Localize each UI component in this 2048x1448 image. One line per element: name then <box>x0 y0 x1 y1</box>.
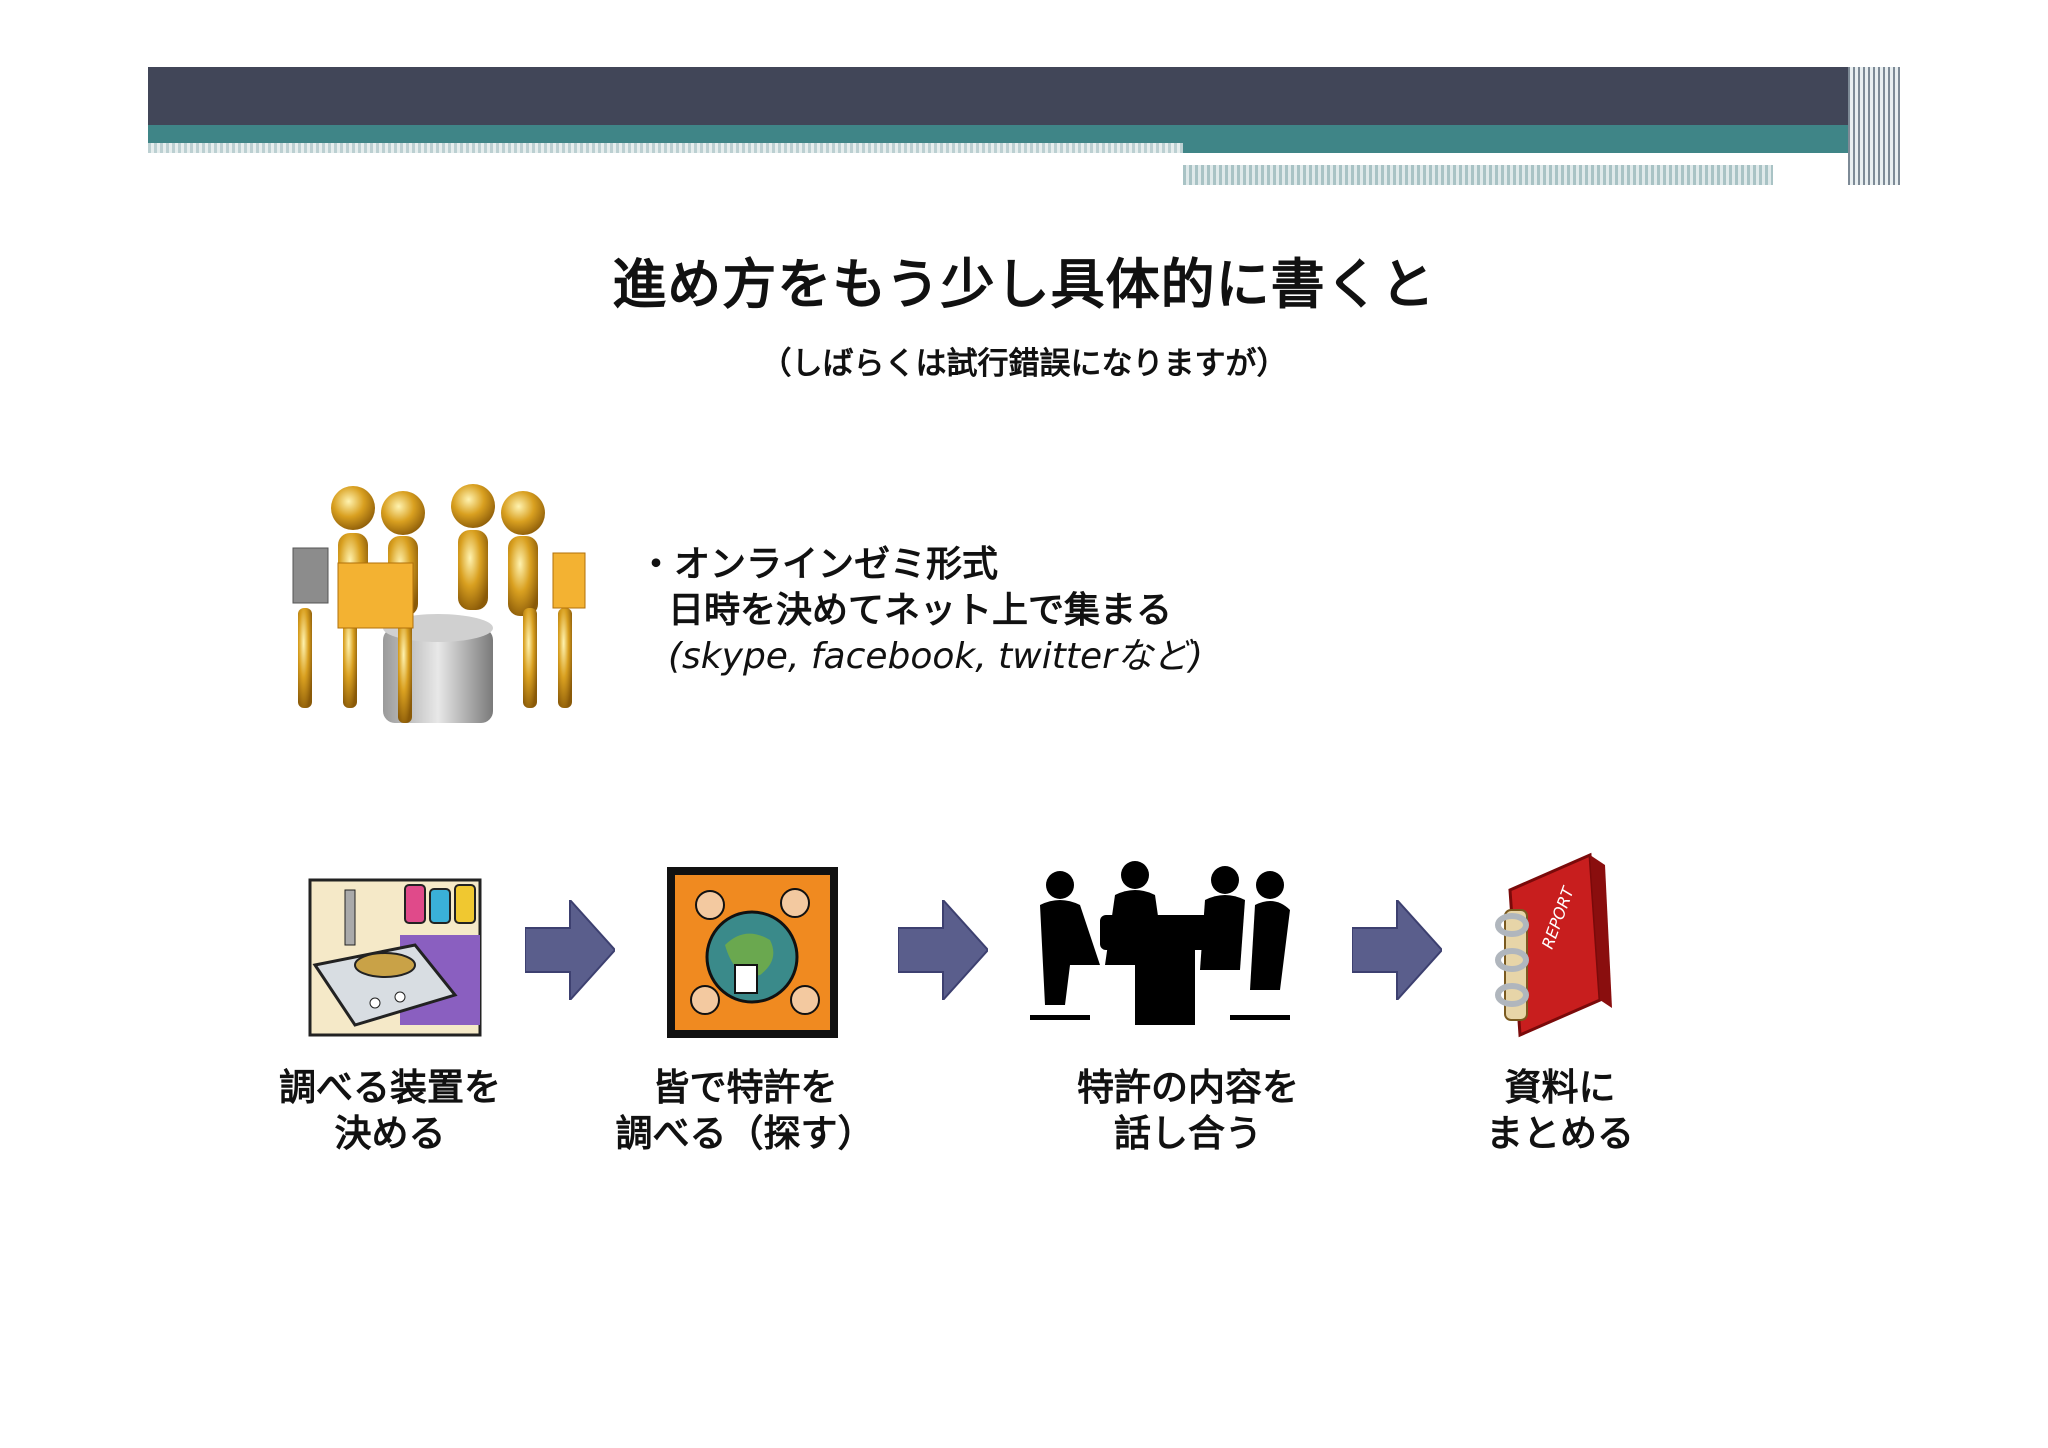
step-4-label: 資料に まとめる <box>1486 1066 1634 1155</box>
slide-title: 進め方をもう少し具体的に書くと <box>612 253 1436 316</box>
header-accent-left <box>148 125 1183 143</box>
header-edge-pattern <box>1848 67 1900 185</box>
step-arrow-3 <box>1352 900 1442 1000</box>
step-2-label: 皆で特許を 調べる（探す） <box>615 1066 875 1155</box>
report-binder-icon: REPORT <box>1495 852 1612 1038</box>
step-1-label: 調べる装置を 決める <box>279 1066 501 1155</box>
bullet-line-2: 日時を決めてネット上で集まる <box>668 590 1173 631</box>
header-accent-right <box>1183 125 1900 153</box>
meeting-silhouette-icon <box>1030 861 1290 1025</box>
header-stripe-right <box>1183 165 1773 185</box>
globe-meeting-icon <box>667 867 838 1038</box>
step-arrow-1 <box>525 900 615 1000</box>
seminar-format-text: ・オンラインゼミ形式 日時を決めてネット上で集まる (skype, facebo… <box>638 542 1203 680</box>
step-arrow-2 <box>898 900 988 1000</box>
lab-equipment-icon <box>308 878 482 1037</box>
bullet-line-1: ・オンラインゼミ形式 <box>638 544 999 585</box>
slide-subtitle: （しばらくは試行錯誤になりますが） <box>760 346 1288 382</box>
header-band <box>148 67 1900 125</box>
online-seminar-figures-icon <box>292 484 586 723</box>
header-stripe-left <box>148 143 1183 153</box>
step-3-label: 特許の内容を 話し合う <box>1077 1066 1299 1155</box>
bullet-line-3: (skype, facebook, twitterなど) <box>668 636 1203 677</box>
